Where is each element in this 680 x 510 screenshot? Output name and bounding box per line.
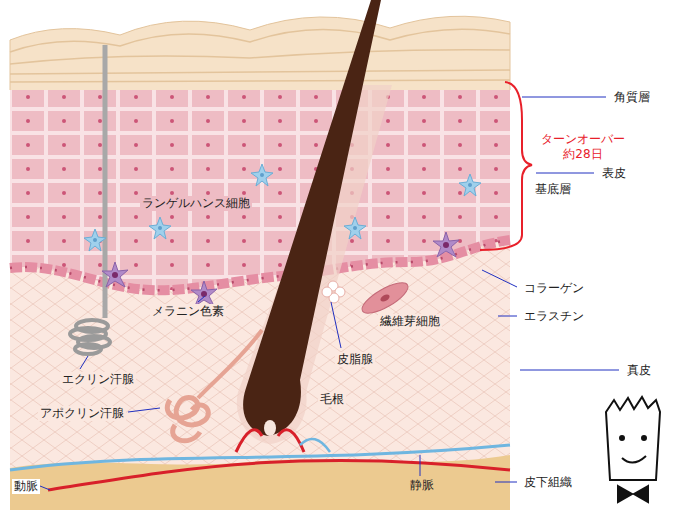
part-label: コラーゲン (522, 281, 586, 296)
illustration-path (167, 397, 208, 424)
illustration-path (48, 460, 510, 490)
part-label: 角質層 (612, 90, 652, 105)
illustration-path (622, 456, 646, 463)
part-label: アポクリン汗腺 (38, 406, 126, 421)
part-label: 繊維芽細胞 (378, 314, 442, 329)
illustration-ellipse (358, 277, 412, 319)
illustration-path (606, 397, 660, 480)
illustration-path (498, 316, 517, 317)
illustration-g (70, 320, 110, 354)
illustration-path (10, 70, 510, 74)
illustration-path (10, 240, 510, 290)
illustration-use (459, 174, 481, 196)
illustration-use (251, 164, 273, 186)
illustration-path (10, 50, 510, 64)
illustration-use (149, 217, 171, 239)
illustration-path (300, 439, 330, 452)
part-label: 動脈 (12, 479, 40, 494)
part-label: メラニン色素 (150, 304, 226, 319)
part-label: エラスチン (522, 309, 586, 324)
part-label: 皮脂腺 (335, 352, 375, 367)
illustration-path (536, 173, 594, 174)
illustration-use (344, 217, 366, 239)
illustration-ellipse (379, 293, 391, 303)
part-label: 皮下組織 (522, 475, 574, 490)
illustration-use (433, 232, 459, 257)
illustration-g (40, 97, 619, 490)
illustration-g (322, 281, 345, 303)
illustration-path (420, 455, 421, 476)
part-label: 真皮 (625, 363, 653, 378)
part-label: 静脈 (408, 478, 436, 493)
illustration-circle (620, 436, 624, 440)
illustration-path (198, 296, 205, 302)
illustration-path (103, 45, 108, 318)
illustration-circle (322, 287, 332, 297)
illustration-path (80, 356, 88, 369)
illustration-path (128, 408, 160, 412)
illustration-path (236, 430, 262, 452)
illustration-path (495, 482, 517, 483)
illustration-path (522, 97, 606, 98)
illustration-path (480, 82, 532, 250)
part-label: ターンオーバー 約28日 (535, 132, 631, 162)
illustration-path (10, 240, 510, 290)
illustration-path (243, 0, 381, 436)
illustration-path (482, 270, 517, 287)
part-label: 毛根 (318, 392, 346, 407)
illustration-use (191, 281, 217, 306)
part-label: 表皮 (600, 166, 628, 181)
part-label: エクリン汗腺 (60, 372, 136, 387)
illustration-path (10, 445, 510, 470)
illustration-path (10, 16, 510, 90)
illustration-circle (642, 436, 646, 440)
illustration-ellipse (264, 420, 276, 436)
illustration-use (84, 229, 106, 251)
illustration-path (278, 430, 304, 452)
part-label: 基底層 (533, 182, 573, 197)
illustration-path (40, 486, 50, 490)
illustration-path (618, 486, 632, 502)
illustration-g (167, 397, 208, 440)
part-label: ランゲルハンス細胞 (140, 196, 252, 211)
illustration-path (634, 486, 648, 502)
illustration-path (198, 330, 262, 398)
illustration-path (331, 302, 341, 348)
illustration-path (520, 370, 619, 371)
illustration-use (102, 262, 128, 287)
illustration-path (10, 29, 510, 52)
illustration-path (10, 80, 510, 82)
illustration-path (173, 425, 200, 441)
illustration-ellipse (75, 344, 101, 354)
illustration-path (10, 85, 510, 290)
illustration-g (606, 397, 660, 502)
